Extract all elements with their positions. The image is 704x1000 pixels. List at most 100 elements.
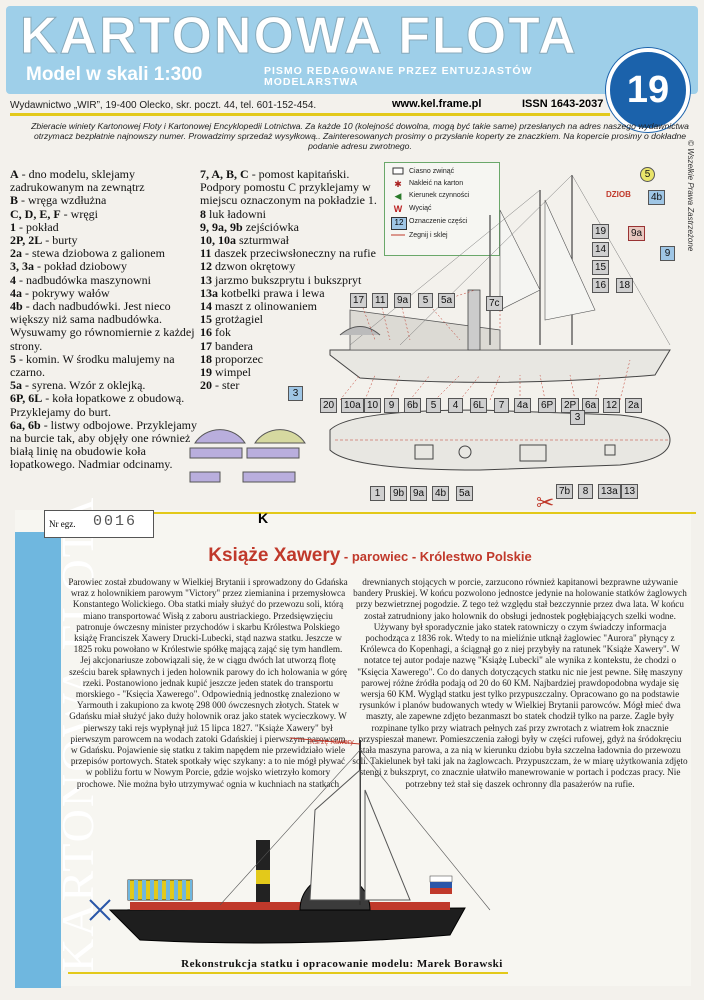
legend-item: 19 wimpel bbox=[200, 365, 382, 380]
part-label: 5a bbox=[438, 293, 456, 308]
symbols-key: Ciasno zwinąć ✱ Nakleić na karton ◀ Kier… bbox=[384, 162, 500, 256]
legend-key: 11 bbox=[200, 246, 212, 261]
legend-item: 9, 9a, 9b zejściówka bbox=[200, 219, 382, 234]
part-label: 5a bbox=[456, 486, 474, 501]
legend-key: 9, 9a, 9b bbox=[200, 219, 243, 234]
legend-text: - dach nadbudówki. Jest nieco większy ni… bbox=[10, 299, 195, 353]
legend-item: C, D, E, F - wręgi bbox=[10, 206, 200, 221]
legend-text: - wręga wzdłużna bbox=[18, 193, 107, 208]
part-label: 3 bbox=[288, 386, 303, 401]
legend-key: 13 bbox=[200, 272, 212, 287]
part-label: 6b bbox=[404, 398, 422, 413]
credit-line: Rekonstrukcja statku i opracowanie model… bbox=[181, 958, 503, 970]
legend-right: 7, A, B, C - pomost kapitański. Podpory … bbox=[200, 167, 382, 393]
legend-key: 20 bbox=[200, 378, 212, 393]
symbol-partmark-label: Oznaczenie części bbox=[409, 218, 468, 225]
legend-text: dzwon okrętowy bbox=[212, 259, 296, 274]
legend-text: szturmwał bbox=[236, 233, 289, 248]
symbol-direction-label: Kierunek czynności bbox=[409, 192, 470, 199]
legend-left: A - dno modelu, sklejamy zadrukowanym na… bbox=[10, 167, 200, 472]
legend-item: 6a, 6b - listwy odbojowe. Przyklejamy na… bbox=[10, 417, 200, 472]
part-label: 6L bbox=[470, 398, 488, 413]
legend-key: 13a bbox=[200, 285, 218, 300]
pennant-text: Ksi'żę Xawery bbox=[310, 739, 354, 746]
legend-key: 5 bbox=[10, 351, 16, 366]
legend-key: C, D, E, F bbox=[10, 206, 61, 221]
copy-number-label: Nr egz. bbox=[49, 519, 76, 529]
legend-item: A - dno modelu, sklejamy zadrukowanym na… bbox=[10, 167, 200, 195]
copy-number-value: 0016 bbox=[93, 513, 138, 530]
legend-text: - komin. W środku malujemy na czarno. bbox=[10, 351, 175, 380]
intro-text: Zbieracie winiety Kartonowej Floty i Kar… bbox=[31, 121, 689, 152]
legend-text: - pokład dziobowy bbox=[34, 259, 127, 274]
part-label: 11 bbox=[372, 293, 389, 308]
vertical-title-bar: KARTONOWA FLOTA bbox=[15, 496, 103, 988]
article-column-2: drewnianych stojących w porcie, zarzucon… bbox=[352, 577, 688, 789]
part-label: 9a bbox=[394, 293, 412, 308]
part-label: 12 bbox=[603, 398, 621, 413]
legend-item: 12 dzwon okrętowy bbox=[200, 260, 382, 273]
part-label: 7 bbox=[494, 398, 509, 413]
legend-item: 11 daszek przeciwsłoneczny na rufie bbox=[200, 247, 382, 260]
legend-item: 2a - stewa dziobowa z galionem bbox=[10, 247, 200, 260]
part-label: 5 bbox=[418, 293, 433, 308]
legend-item: 7, A, B, C - pomost kapitański. Podpory … bbox=[200, 167, 382, 208]
legend-item: 5a - syrena. Wzór z oklejką. bbox=[10, 379, 200, 392]
part-label: 6a bbox=[582, 398, 600, 413]
legend-key: 5a bbox=[10, 378, 22, 393]
publisher-line: Wydawnictwo „WIR”, 19-400 Olecko, skr. p… bbox=[10, 100, 317, 111]
ship-type: - parowiec bbox=[340, 549, 409, 564]
legend-text: - dno modelu, sklejamy zadrukowanym na z… bbox=[10, 167, 145, 195]
legend-item: 4b - dach nadbudówki. Jest nieco większy… bbox=[10, 299, 200, 353]
part-label: 9a bbox=[628, 226, 646, 241]
legend-item: 10, 10a szturmwał bbox=[200, 233, 382, 248]
legend-item: 2P, 2L - burty bbox=[10, 233, 200, 248]
legend-text: zejściówka bbox=[242, 219, 299, 234]
legend-text: - pokrywy wałów bbox=[22, 285, 110, 300]
legend-key: 4b bbox=[10, 299, 23, 314]
issn: ISSN 1643-2037 bbox=[522, 98, 604, 110]
legend-key: 6a, 6b bbox=[10, 417, 41, 432]
ship-plan-diagram bbox=[329, 174, 671, 471]
legend-key: 1 bbox=[10, 219, 16, 234]
legend-key: 14 bbox=[200, 299, 212, 314]
legend-item: 6P, 6L - koła łopatkowe z obudową. Przyk… bbox=[10, 392, 200, 419]
legend-key: 3, 3a bbox=[10, 259, 34, 274]
legend-key: 8 bbox=[200, 206, 206, 221]
yellow-rule bbox=[60, 512, 696, 514]
legend-text: - pomost kapitański. Podpory pomostu C p… bbox=[200, 167, 377, 208]
part-label: 6P bbox=[538, 398, 557, 413]
legend-text: maszt z olinowaniem bbox=[212, 299, 317, 314]
symbol-glue-label: Nakleić na karton bbox=[409, 180, 464, 187]
part-label: 13a bbox=[598, 484, 621, 499]
website: www.kel.frame.pl bbox=[392, 98, 482, 110]
arrow-left-icon: ◀ bbox=[394, 191, 402, 201]
legend-key: 4 bbox=[10, 272, 16, 287]
legend-key: 17 bbox=[200, 338, 212, 353]
part-label: 9 bbox=[384, 398, 399, 413]
part-label: 20 bbox=[320, 398, 338, 413]
legend-item: 15 grotżagiel bbox=[200, 313, 382, 326]
legend-item: 13 jarzmo bukszprytu i bukszpryt bbox=[200, 272, 382, 287]
legend-text: wimpel bbox=[212, 365, 251, 380]
part-label: 5 bbox=[426, 398, 441, 413]
legend-text: - ster bbox=[212, 378, 240, 393]
legend-item: 1 - pokład bbox=[10, 219, 200, 234]
part-label: 1 bbox=[370, 486, 385, 501]
part-label: 18 bbox=[616, 278, 634, 293]
yellow-rule bbox=[68, 972, 508, 974]
part-label: 15 bbox=[592, 260, 610, 275]
legend-key: 2P, 2L bbox=[10, 233, 43, 248]
scale-label: Model w skali 1:300 bbox=[26, 64, 203, 85]
legend-text: jarzmo bukszprytu i bukszpryt bbox=[212, 272, 362, 287]
paddle-wheel-parts bbox=[189, 429, 306, 483]
part-label: 7c bbox=[486, 296, 503, 311]
part-label: 9 bbox=[660, 246, 675, 261]
masthead: KARTONOWA FLOTA Model w skali 1:300 PISM… bbox=[6, 6, 698, 94]
symbol-bend-label: Zegnij i sklej bbox=[409, 232, 448, 239]
part-label: 19 bbox=[592, 224, 610, 239]
legend-key: 16 bbox=[200, 325, 212, 340]
legend-text: bandera bbox=[212, 338, 253, 353]
legend-text: luk ładowni bbox=[206, 206, 266, 221]
